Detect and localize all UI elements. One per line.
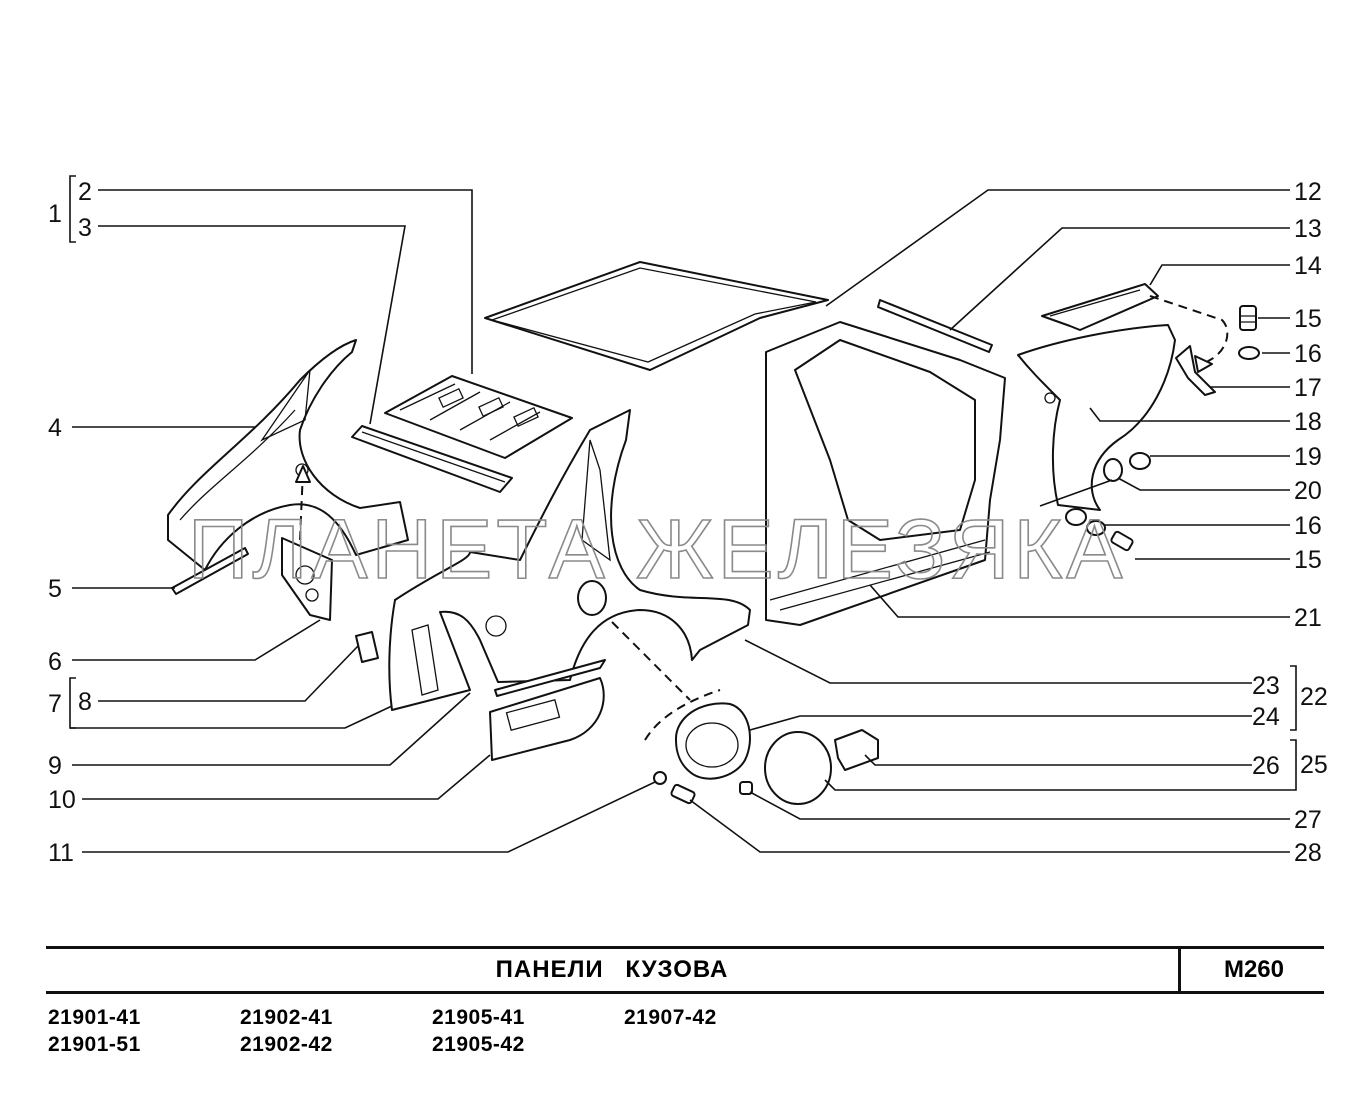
callout-16-upper: 16 [1294,340,1322,368]
model-number: 21901-51 [48,1033,141,1056]
callout-1: 1 [48,200,62,228]
nut-16b [1086,520,1106,536]
clip-19 [1129,452,1151,470]
screw-28 [670,783,696,805]
body-side-frame [765,299,1006,626]
wheel-arch-bracket [281,537,333,621]
callout-3: 3 [78,214,92,242]
callout-6: 6 [48,648,62,676]
callout-22: 22 [1300,683,1328,711]
title-block: ПАНЕЛИ КУЗОВА М260 [46,946,1324,994]
model-number: 21902-42 [240,1033,333,1056]
washer-16b [1065,508,1087,526]
callout-18: 18 [1294,408,1322,436]
catalog-code: М260 [1223,956,1285,983]
rear-small-bracket [355,631,379,663]
callout-14: 14 [1294,252,1322,280]
callout-23: 23 [1252,672,1280,700]
callout-7: 7 [48,690,62,718]
rear-floor-side-member [489,659,606,761]
assembly-arrow-3 [611,621,691,701]
leader-lines [69,175,1297,853]
washer-20 [1103,458,1123,482]
fastener-nut [1238,346,1260,360]
callout-27: 27 [1294,806,1322,834]
model-number: 21905-41 [432,1006,525,1029]
callout-15-lower: 15 [1294,546,1322,574]
callout-8: 8 [78,688,92,716]
callout-25: 25 [1300,751,1328,779]
callout-10: 10 [48,786,76,814]
callout-13: 13 [1294,215,1322,243]
callout-21: 21 [1294,604,1322,632]
callout-5: 5 [48,575,62,603]
code-cell: М260 [1178,949,1327,991]
watermark: ПЛАНЕТА ЖЕЛЕЗЯКА [188,502,1126,596]
fuel-filler-housing [674,702,751,780]
callout-17: 17 [1294,374,1322,402]
fastener-bolt [1239,305,1257,331]
model-number: 21907-42 [624,1006,717,1029]
callout-2: 2 [78,178,92,206]
assembly-arc [644,689,721,741]
rear-quarter-outer-panel [388,409,751,711]
callout-19: 19 [1294,443,1322,471]
callout-11: 11 [48,839,74,867]
assembly-arrow [299,469,304,541]
roof-panel [484,261,829,371]
callout-26: 26 [1252,752,1280,780]
fuel-filler-flap [764,729,879,805]
model-number: 21902-41 [240,1006,333,1029]
buffer-27 [739,781,753,795]
fender-mount-bracket [1175,345,1216,396]
arrow-head-2 [1194,355,1213,373]
callout-4: 4 [48,414,62,442]
callout-20: 20 [1294,477,1322,505]
sill-strip [171,547,249,595]
arrow-head [295,465,311,483]
callout-labels: 1 2 3 4 5 6 7 8 9 10 11 12 13 14 15 16 1… [48,178,1328,867]
callout-28: 28 [1294,839,1322,867]
page-title: ПАНЕЛИ КУЗОВА [495,956,729,983]
exploded-body-diagram: ПЛАНЕТА ЖЕЛЕЗЯКА [48,175,1328,867]
roof-cross-member-panel [351,375,573,493]
callout-24: 24 [1252,703,1280,731]
callout-12: 12 [1294,178,1322,206]
callout-16-lower: 16 [1294,512,1322,540]
assembly-arrow-2 [1149,295,1229,367]
bolt-15b [1110,530,1134,552]
model-number: 21901-41 [48,1006,141,1029]
nut-11 [653,771,667,785]
callout-15-upper: 15 [1294,305,1322,333]
model-number: 21905-42 [432,1033,525,1056]
callout-9: 9 [48,752,62,780]
front-fender-bracket [1041,283,1159,331]
